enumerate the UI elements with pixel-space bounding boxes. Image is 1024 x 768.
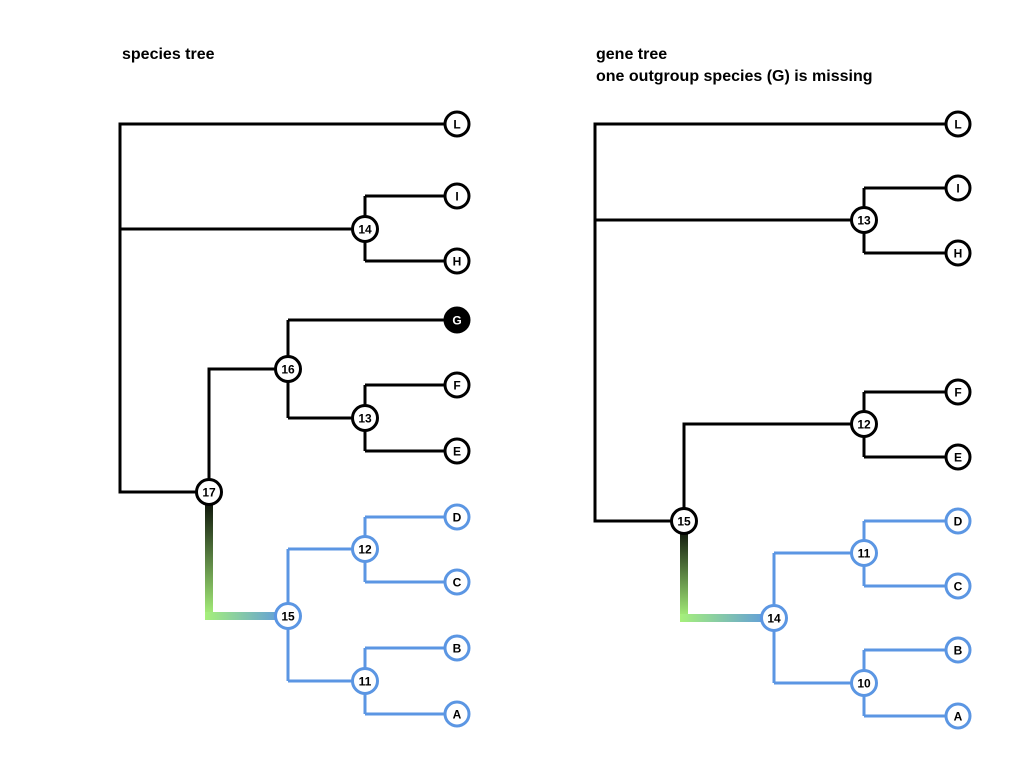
species-node-14: 14 xyxy=(351,215,379,243)
species-node-12: 12 xyxy=(351,535,379,563)
svg-text:A: A xyxy=(453,708,462,722)
gene-tree-nodes: 13 12 15 11 14 10 L I xyxy=(670,110,972,730)
svg-text:D: D xyxy=(954,515,963,529)
gene-branch-15-14-vertical xyxy=(680,521,688,618)
svg-text:15: 15 xyxy=(281,610,295,624)
gene-branch-15-12 xyxy=(682,422,864,521)
gene-branch-12 xyxy=(862,390,958,459)
species-branch-16 xyxy=(286,318,457,420)
species-leaf-H: H xyxy=(443,247,471,275)
svg-text:D: D xyxy=(453,511,462,525)
svg-text:16: 16 xyxy=(281,363,295,377)
svg-text:C: C xyxy=(453,576,462,590)
svg-text:10: 10 xyxy=(857,677,871,691)
gene-branch-11 xyxy=(862,519,958,588)
svg-text:12: 12 xyxy=(857,418,871,432)
species-leaf-A: A xyxy=(443,700,471,728)
gene-node-12: 12 xyxy=(850,410,878,438)
svg-text:C: C xyxy=(954,580,963,594)
svg-text:15: 15 xyxy=(677,515,691,529)
svg-text:H: H xyxy=(453,255,462,269)
species-tree-title: species tree xyxy=(122,46,215,63)
svg-text:E: E xyxy=(954,451,962,465)
svg-text:B: B xyxy=(954,644,963,658)
species-leaf-F: F xyxy=(443,371,471,399)
species-node-16: 16 xyxy=(274,355,302,383)
gene-node-11: 11 xyxy=(850,539,878,567)
species-leaf-G-highlighted: G xyxy=(443,306,471,334)
species-node-17: 17 xyxy=(195,478,223,506)
gene-leaf-C: C xyxy=(944,572,972,600)
gene-tree-title: gene tree xyxy=(596,46,668,63)
species-leaf-D: D xyxy=(443,503,471,531)
svg-text:A: A xyxy=(954,710,963,724)
svg-text:14: 14 xyxy=(767,612,781,626)
gene-branch-10 xyxy=(862,648,958,718)
species-branch-17-15-vertical xyxy=(205,492,213,616)
species-leaf-B: B xyxy=(443,634,471,662)
species-leaf-C: C xyxy=(443,568,471,596)
svg-text:13: 13 xyxy=(857,214,871,228)
gene-leaf-B: B xyxy=(944,636,972,664)
svg-text:E: E xyxy=(453,445,461,459)
gene-node-15: 15 xyxy=(670,507,698,535)
gene-leaf-A: A xyxy=(944,702,972,730)
gene-branch-15-14-horizontal xyxy=(680,614,774,622)
svg-text:17: 17 xyxy=(202,486,216,500)
species-node-11: 11 xyxy=(351,667,379,695)
gene-leaf-I: I xyxy=(944,174,972,202)
svg-text:14: 14 xyxy=(358,223,372,237)
svg-text:12: 12 xyxy=(358,543,372,557)
svg-text:H: H xyxy=(954,247,963,261)
species-tree-nodes: 14 16 13 17 12 15 11 L xyxy=(195,110,471,728)
svg-text:13: 13 xyxy=(358,412,372,426)
gene-node-10: 10 xyxy=(850,669,878,697)
species-branch-17-16 xyxy=(207,367,288,492)
species-node-13: 13 xyxy=(351,404,379,432)
svg-text:B: B xyxy=(453,642,462,656)
svg-text:G: G xyxy=(452,314,461,328)
gene-leaf-L: L xyxy=(944,110,972,138)
gene-node-13: 13 xyxy=(850,206,878,234)
svg-text:I: I xyxy=(455,190,458,204)
gene-node-14: 14 xyxy=(760,604,788,632)
species-node-15: 15 xyxy=(274,602,302,630)
gene-tree-subtitle: one outgroup species (G) is missing xyxy=(596,68,873,85)
gene-leaf-D: D xyxy=(944,507,972,535)
species-leaf-L: L xyxy=(443,110,471,138)
svg-text:11: 11 xyxy=(858,547,871,561)
svg-text:I: I xyxy=(956,182,959,196)
gene-leaf-H: H xyxy=(944,239,972,267)
svg-text:L: L xyxy=(954,118,961,132)
svg-text:F: F xyxy=(453,379,460,393)
svg-text:11: 11 xyxy=(359,675,372,689)
gene-leaf-F: F xyxy=(944,378,972,406)
species-leaf-E: E xyxy=(443,437,471,465)
species-branch-17-15-horizontal xyxy=(205,612,288,620)
gene-branch-13 xyxy=(862,186,958,255)
gene-leaf-E: E xyxy=(944,443,972,471)
svg-text:L: L xyxy=(453,118,460,132)
species-leaf-I: I xyxy=(443,182,471,210)
svg-text:F: F xyxy=(954,386,961,400)
